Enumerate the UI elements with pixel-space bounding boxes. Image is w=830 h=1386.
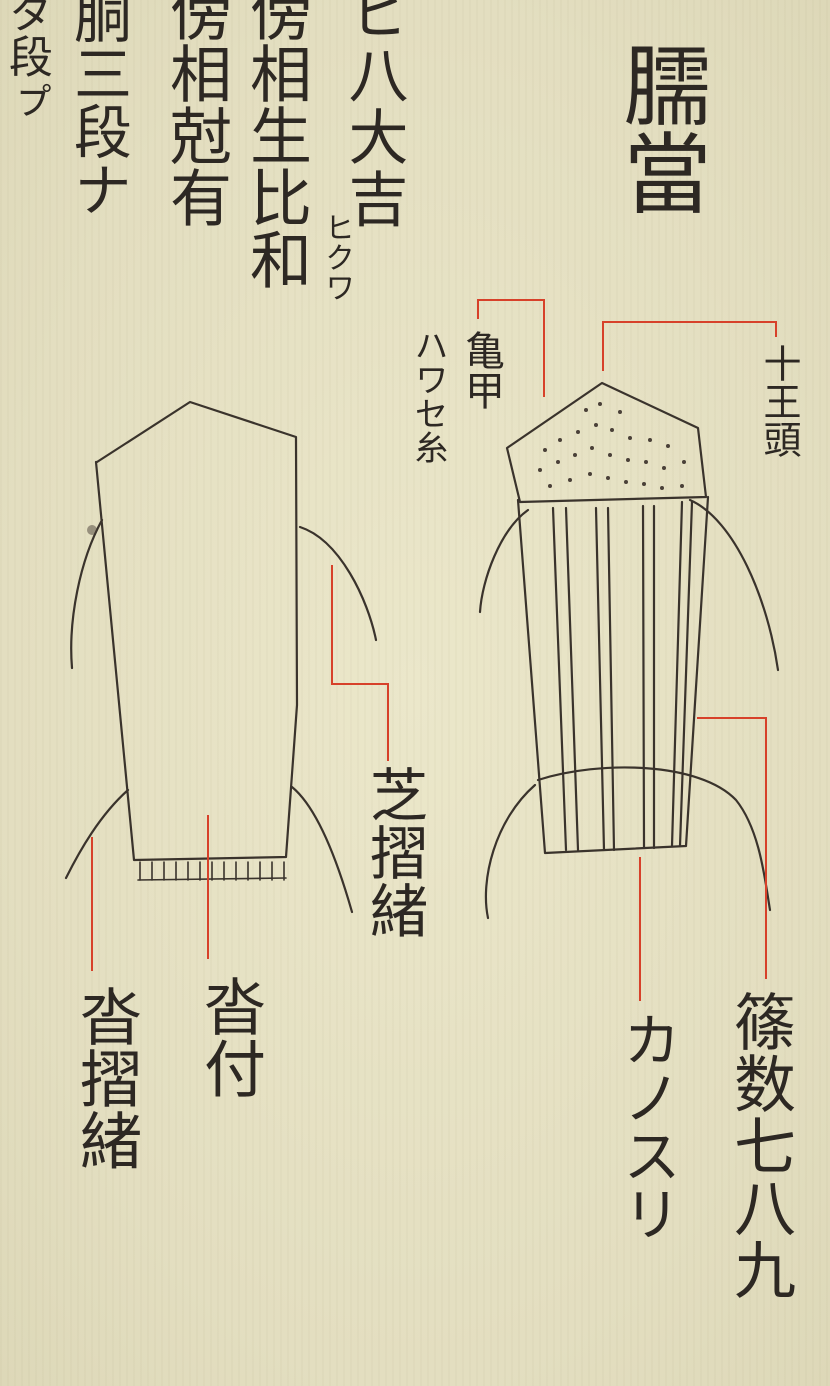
left-shin-guard bbox=[64, 400, 378, 914]
text-column-3: 傍相尅有 bbox=[159, 0, 232, 228]
text-gloss-hikuwa: ヒクワ bbox=[319, 212, 354, 302]
label-kutsuzuke: 沓付 bbox=[193, 975, 266, 1099]
label-ten-ou-gashira: 十王頭 bbox=[757, 344, 801, 458]
text-column-4: 胴三段ナ bbox=[64, 0, 132, 218]
text-column-1: ヒ八大吉 bbox=[338, 0, 408, 230]
text-column-2: 傍相生比和 bbox=[239, 0, 312, 290]
right-shin-guard bbox=[478, 381, 780, 920]
label-shino-count: 篠数七八九 bbox=[723, 990, 796, 1300]
label-kikko: 亀甲 bbox=[458, 330, 504, 410]
label-kikko-gloss: ハワセ糸 bbox=[408, 328, 448, 464]
label-shibasuri-o: 芝摺緒 bbox=[360, 765, 428, 939]
label-leader-lines bbox=[91, 299, 777, 1001]
text-column-5: タ段ㇷ゚ bbox=[1, 0, 52, 122]
label-kutsusuri-o: 沓摺緒 bbox=[69, 985, 142, 1171]
label-kakusuri: カノスリ bbox=[613, 1010, 681, 1242]
page-title: 臑當 bbox=[609, 40, 712, 216]
